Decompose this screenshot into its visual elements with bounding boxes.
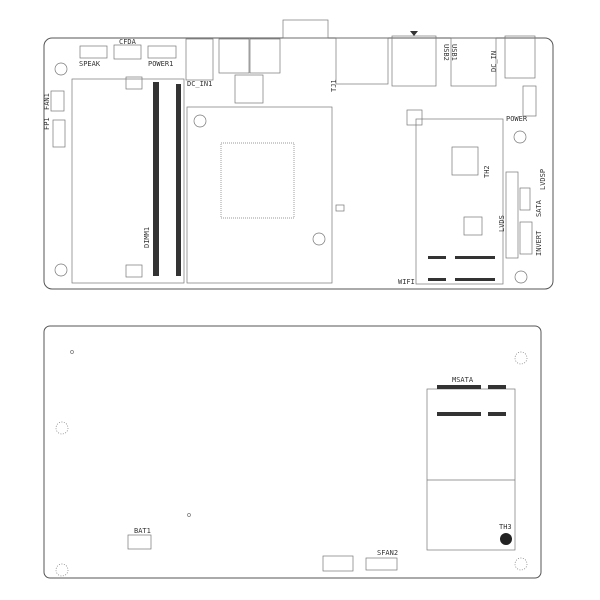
lvds-label: LVDS: [498, 215, 506, 232]
audio-jack: [249, 38, 281, 74]
th2-label: TH2: [483, 165, 491, 178]
dc-in1-jack: [185, 38, 214, 81]
th3-hole: [500, 533, 512, 545]
power1-label: POWER1: [148, 60, 173, 68]
dc-in-jack: [504, 35, 536, 79]
cfda-label: CFDA: [119, 38, 137, 46]
audio-jack: [218, 38, 250, 74]
dc-in-label: DC_IN: [490, 51, 498, 72]
power-connector: [522, 85, 537, 117]
mounting-hole: [55, 563, 69, 577]
mounting-hole: [54, 263, 68, 277]
vga-port: [450, 37, 497, 87]
wifi-pins: [455, 278, 495, 281]
mounting-hole: [514, 270, 528, 284]
top-board-outline: [43, 37, 554, 290]
dimm1-pins: [153, 82, 159, 276]
bottom-board: MSATA TH3 BAT1 SFAN2: [43, 325, 542, 579]
invert-connector: [519, 221, 533, 255]
cfda-connector: [113, 44, 142, 60]
jumper-block: [451, 146, 479, 176]
th3-label: TH3: [499, 523, 512, 531]
wifi-pins: [428, 278, 446, 281]
msata-pins: [488, 385, 506, 389]
wifi-pins: [428, 256, 446, 259]
bat1-label: BAT1: [134, 527, 151, 535]
sfan2-connector: [365, 557, 398, 571]
mounting-hole: [55, 421, 69, 435]
fp1-connector: [52, 119, 66, 148]
fan1-connector: [50, 90, 65, 112]
mounting-hole: [193, 114, 207, 128]
speak-label: SPEAK: [79, 60, 101, 68]
usb1-label: USB1: [450, 44, 458, 61]
msata-pins: [437, 412, 481, 416]
power1-connector: [147, 45, 177, 59]
chip-u1: [234, 74, 264, 104]
top-board: SPEAK CFDA POWER1 FAN1 FP1 DIMM1 DC_IN1: [43, 19, 554, 290]
wifi-pins: [455, 256, 495, 259]
bat1-holder: [127, 534, 152, 550]
sata-connector: [519, 187, 531, 211]
mounting-hole: [312, 232, 326, 246]
mounting-hole: [514, 351, 528, 365]
invert-label: INVERT: [535, 230, 543, 256]
dimm-latch: [125, 264, 143, 278]
sfan2-label: SFAN2: [377, 549, 398, 557]
speak-connector: [79, 45, 108, 59]
tj1-label: TJ1: [330, 79, 338, 92]
mounting-hole: [513, 130, 527, 144]
via: [70, 350, 74, 354]
via: [187, 513, 191, 517]
lan-port: [335, 37, 389, 85]
dimm1-slot: [71, 78, 185, 284]
fp1-label: FP1: [43, 117, 51, 130]
msata-pins: [488, 412, 506, 416]
chip-u4: [322, 555, 354, 572]
connector-housing: [282, 19, 329, 39]
dc-in1-label: DC_IN1: [187, 80, 212, 88]
soc-bga: [220, 142, 295, 219]
dimm1-pins: [176, 84, 181, 276]
msata-label: MSATA: [452, 376, 474, 384]
mounting-hole: [54, 62, 68, 76]
bottom-board-outline: [43, 325, 542, 579]
dimm1-label: DIMM1: [143, 227, 151, 248]
wifi-label: WIFI: [398, 278, 415, 286]
chip-u2: [406, 109, 423, 126]
lvds-connector: [505, 171, 519, 259]
usb2-port: [391, 35, 437, 87]
msata-pins: [437, 385, 481, 389]
usb2-label: USB2: [442, 44, 450, 61]
soc-heatsink-area: [186, 106, 333, 284]
chip-u3: [463, 216, 483, 236]
lvdsp-label: LVDSP: [539, 169, 547, 190]
sata-label: SATA: [535, 199, 543, 217]
small-component: [335, 204, 345, 212]
mounting-hole: [514, 557, 528, 571]
dimm-latch: [125, 76, 143, 90]
fan1-label: FAN1: [43, 93, 51, 110]
pin1-triangle-icon: [410, 31, 418, 36]
wifi-module-area: [415, 118, 504, 285]
power-label: POWER: [506, 115, 528, 123]
